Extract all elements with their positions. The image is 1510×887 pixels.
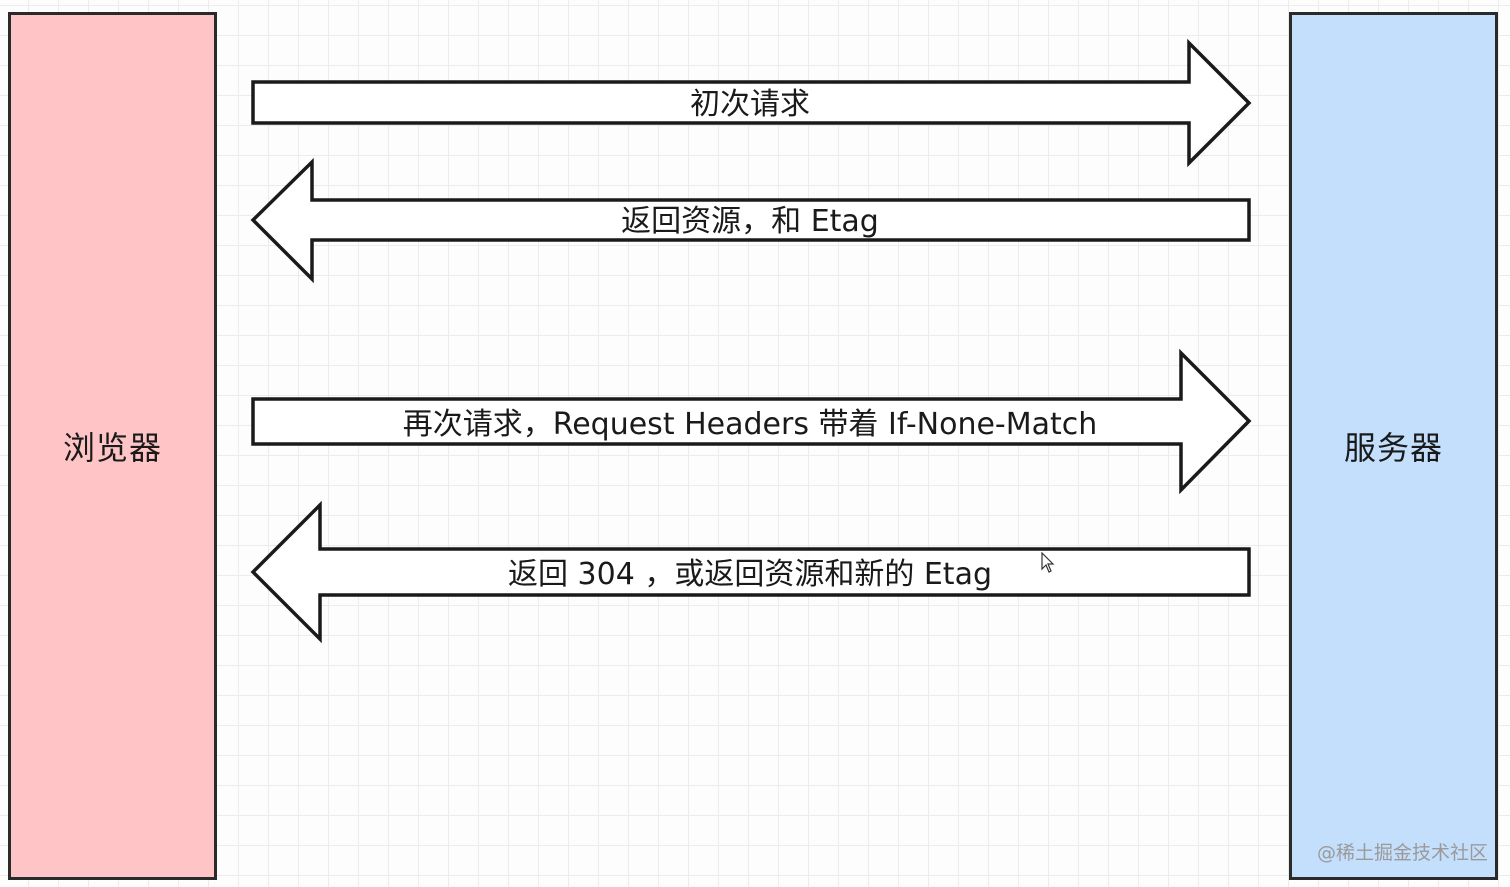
browser-label: 浏览器	[62, 429, 162, 467]
arrow-label-second-request: 再次请求，Request Headers 带着 If-None-Match	[403, 407, 1098, 442]
server-node: 服务器	[1289, 12, 1498, 880]
arrow-shape-right	[251, 38, 1252, 168]
watermark: @稀土掘金技术社区	[1316, 842, 1488, 864]
arrow-return-304: 返回 304 ，或返回资源和新的 Etag	[250, 500, 1251, 644]
arrow-label-return-resource: 返回资源，和 Etag	[621, 204, 879, 239]
arrow-initial-request: 初次请求	[251, 38, 1252, 168]
arrow-label-initial-request: 初次请求	[690, 87, 810, 122]
arrow-shape-left	[250, 157, 1251, 284]
arrow-shape-left	[250, 500, 1251, 644]
arrow-return-resource: 返回资源，和 Etag	[250, 157, 1251, 284]
arrow-second-request: 再次请求，Request Headers 带着 If-None-Match	[251, 348, 1252, 495]
server-label: 服务器	[1343, 429, 1443, 467]
arrow-label-return-304: 返回 304 ，或返回资源和新的 Etag	[508, 557, 992, 592]
arrow-shape-right	[251, 348, 1252, 495]
browser-node: 浏览器	[8, 12, 217, 880]
mouse-cursor-icon	[1041, 552, 1055, 573]
